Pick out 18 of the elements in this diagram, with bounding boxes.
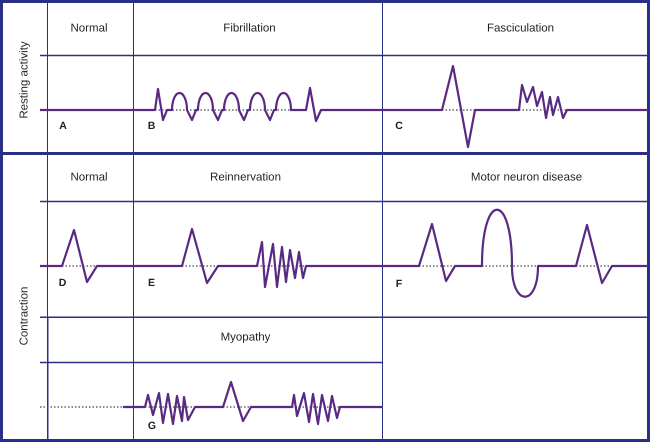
panel-letter: E [148,277,155,288]
row-label: Contraction [18,286,30,346]
panel-title: Motor neuron disease [470,172,582,184]
panel-title: Fasciculation [486,22,554,34]
row-label: Resting activity [18,41,30,119]
panel-letter: F [396,278,402,289]
panel-title: Normal [70,22,108,34]
panel-letter: C [395,120,403,132]
panel-letter: D [58,277,66,288]
panel-letter: A [59,120,67,132]
panel-title: Myopathy [220,332,270,344]
section-frame [0,152,650,442]
panel-letter: B [148,120,156,132]
section-frame [0,0,650,155]
panel-title: Reinnervation [210,172,281,184]
panel-letter: G [148,420,156,431]
panel-title: Fibrillation [223,22,276,34]
panel-title: Normal [70,172,108,184]
